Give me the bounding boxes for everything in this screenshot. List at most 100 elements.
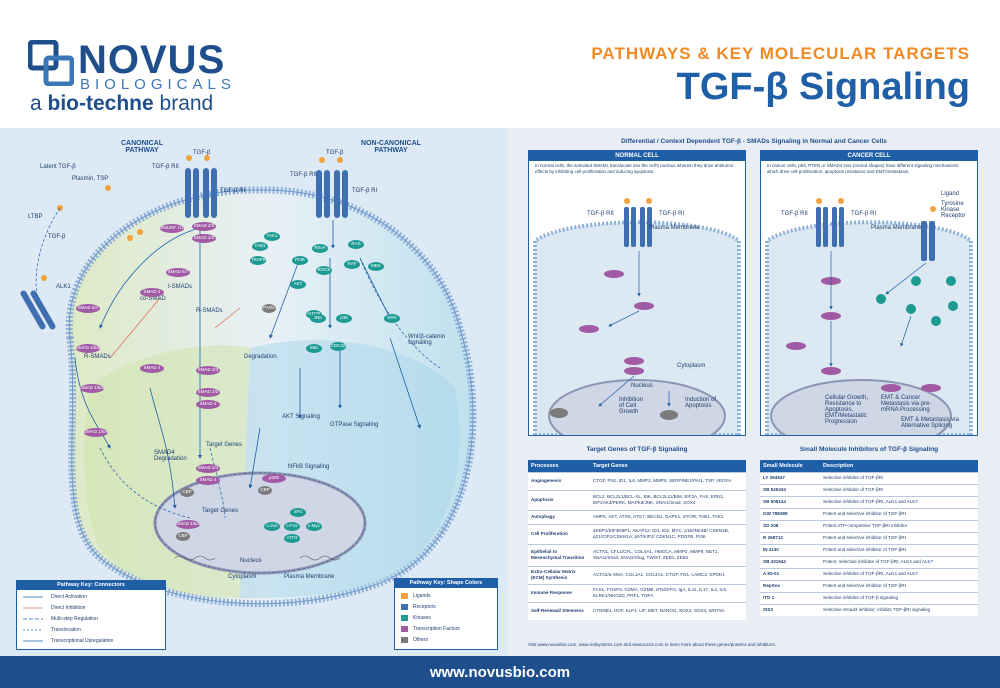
node-smad158-c: SMAD 1/5/8 (84, 428, 108, 437)
kinase-swatch (401, 615, 408, 621)
key-direct-activation: Direct Activation (51, 594, 87, 600)
cancer-ligand-label: Ligand (941, 191, 959, 197)
table-row: Immune ResponseFASL, FOXP3, GZMA, GZMB, … (528, 584, 746, 602)
receptor-swatch (401, 604, 408, 610)
inhibitor-cell: A 83-01 (760, 568, 820, 580)
table-row: Cell Proliferation4EBP1/EIF4EBP1, AKAP12… (528, 524, 746, 544)
target-genes-label-2: Target Genes (202, 508, 238, 514)
normal-cell-box: NORMAL CELL In normal cells, the activat… (528, 150, 746, 436)
normal-nuc-label: Nucleus (631, 383, 653, 389)
gene-cell: Self-Renewal/ Stemness (528, 602, 590, 620)
inhibitors-col-molecule: Small Molecule (760, 460, 820, 472)
visit-note: Visit www.novusbio.com, www.rndsystems.c… (528, 642, 776, 647)
brand-pre: a (30, 92, 48, 115)
gene-cell: Cell Proliferation (528, 524, 590, 544)
noncanonical-pathway-label: NON-CANONICAL PATHWAY (356, 140, 426, 154)
tgfbr1-label-right: TGF-β RI (352, 188, 377, 194)
inhibitor-cell: Selective inhibitor of TGF-βRI, ALK4 and… (820, 496, 978, 508)
gtpase-signaling-label: GTPase Signaling (330, 422, 378, 428)
tgfb-label-left: TGF-β (48, 234, 65, 240)
cancer-rtk-label: Tyrosine Kinase Receptor (941, 201, 973, 219)
gene-cell: Autophagy (528, 510, 590, 524)
key-others: Others (413, 637, 428, 643)
plasma-membrane-label: Plasma Membrane (284, 574, 334, 580)
context-title: Differential / Context Dependent TGF-β -… (508, 138, 1000, 145)
node-smad158: SMAD 1/5/8 (76, 344, 100, 353)
gene-cell: Apoptosis (528, 490, 590, 510)
node-jnk: JNK (310, 314, 326, 323)
inhibitor-cell: Potent and selective inhibitor of TGF-βR… (820, 508, 978, 520)
target-genes-col-processes: Processes (528, 460, 590, 472)
node-smad4-b: SMAD 4 (140, 364, 164, 373)
node-rock: ROCK (316, 266, 332, 275)
table-row: LY 364947Selective inhibitor of TGF-βRI (760, 472, 978, 484)
inhibitor-cell: Selective Smad3 inhibitor; inhibits TGF-… (820, 604, 978, 616)
key-transcriptional: Transcriptional Upregulation (51, 638, 113, 644)
normal-cyto-label: Cytoplasm (677, 363, 705, 369)
node-cfos: c-Fos (284, 522, 300, 531)
table-row: SIS3Selective Smad3 inhibitor; inhibits … (760, 604, 978, 616)
logo-subtitle: BIOLOGICALS (80, 76, 236, 93)
node-smurf: SMURF 1/2 (160, 224, 184, 233)
table-row: SB 525334Selective inhibitor of TGF-βRI (760, 484, 978, 496)
normal-cell-desc: In normal cells, the activated SMADs tra… (535, 163, 739, 175)
normal-ri-label: TGF-β RI (659, 211, 684, 217)
degradation-label: Degradation (244, 354, 277, 360)
cancer-rii-label: TGF-β RII (781, 211, 808, 217)
normal-rii-label: TGF-β RII (587, 211, 614, 217)
node-smad4-a: SMAD 4 (140, 288, 164, 297)
cancer-cell-box: CANCER CELL In cancer cells, p53, PTEN o… (760, 150, 978, 436)
cancer-emt-label: EMT & Cancer Metastasis via pre-mRNA Pro… (881, 395, 935, 413)
gene-cell: ACTN1, CFL1/CFL, COL4A1, HMGCA, MMP2, MM… (590, 544, 746, 566)
tgfbr-label-right: TGF-β RII (290, 172, 317, 178)
key-receptors: Receptors (413, 604, 436, 610)
cancer-cell-title: CANCER CELL (761, 151, 977, 161)
brand-line: a bio-techne brand (30, 92, 213, 116)
tgfb-label-right: TGF-β (326, 150, 343, 156)
inhibitor-cell: Potent and selective inhibitor of TGF-βR… (820, 532, 978, 544)
normal-cell-title: NORMAL CELL (529, 151, 745, 161)
gene-cell: BCL2, BCL2L1/BCL-XL, BIK, BCL2L11/BIM, E… (590, 490, 746, 510)
tf-swatch (401, 626, 408, 632)
node-atf2: ATF2 (284, 534, 300, 543)
node-cbp-b: CBP (180, 488, 194, 497)
node-smad158-b: SMAD 1/5/8 (80, 384, 104, 393)
node-tab1: TAB1 (252, 242, 268, 251)
key-kinases: Kinases (413, 615, 431, 621)
cancer-pm-label: Plasma Membrane (871, 225, 921, 231)
footer-url-link[interactable]: www.novusbio.com (0, 664, 1000, 681)
inhibitor-cell: SB 431542 (760, 556, 820, 568)
normal-inhibition-label: Inhibition of Cell Growth (619, 397, 649, 415)
shape-key-title: Pathway Key: Shape Colors (395, 579, 497, 588)
inhibitor-cell: SIS3 (760, 604, 820, 616)
gene-cell: CTNNB1, HGF, KLF4, LIF, MET, NANOG, SOX2… (590, 602, 746, 620)
inhibitor-cell: ITD 1 (760, 592, 820, 604)
shape-key: Pathway Key: Shape Colors Ligands Recept… (394, 578, 498, 650)
node-pi3k: PI3K (292, 256, 308, 265)
context-panel: Differential / Context Dependent TGF-β -… (508, 128, 1000, 656)
node-cbp-a: CBP (176, 532, 190, 541)
node-smad4-nuc: SMAD 4 (196, 476, 220, 485)
node-cmyc: c-Myc (306, 522, 322, 531)
node-smad23-top: SMAD 2/3 (192, 222, 216, 231)
nucleus-label: Nucleus (240, 558, 262, 564)
smad4-degradation-label: SMAD4 Degradation (154, 450, 188, 462)
node-s6k: S6K (306, 344, 322, 353)
table-row: SB 431542Potent, selective inhibitor of … (760, 556, 978, 568)
inhibitors-title: Small Molecule Inhibitors of TGF-β Signa… (760, 446, 978, 453)
ismads-label: I-SMADs (168, 284, 192, 290)
inhibitor-cell: SB 525334 (760, 484, 820, 496)
node-cdc42: CDC42 (330, 342, 346, 351)
node-sp1: SP1 (290, 508, 306, 517)
node-smad158-nuc: SMAD 1/5/8 (176, 520, 200, 529)
target-genes-col-genes: Target Genes (590, 460, 746, 472)
rsmads-label: R-SMADs (196, 308, 223, 314)
